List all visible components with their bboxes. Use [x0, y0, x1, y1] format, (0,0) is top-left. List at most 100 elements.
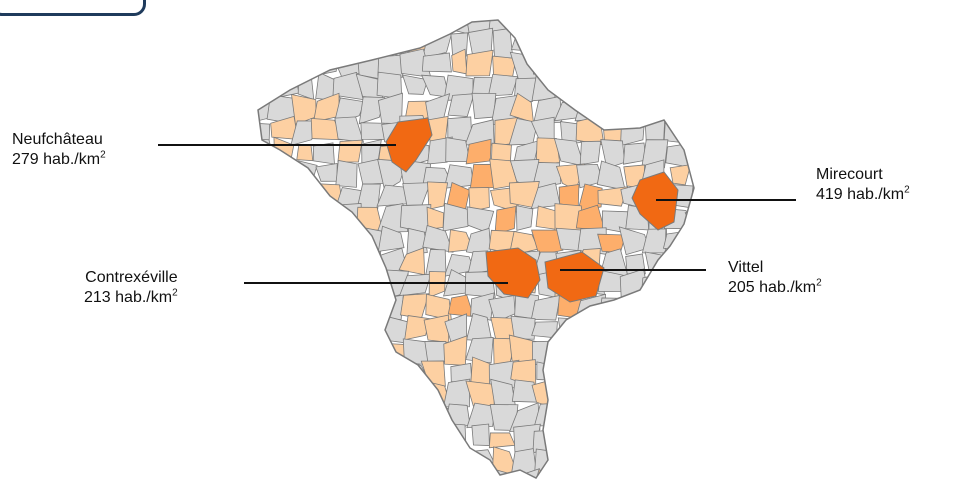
- commune-region: [560, 121, 582, 145]
- commune-region: [620, 51, 644, 75]
- commune-region: [536, 361, 558, 381]
- commune-region: [686, 137, 694, 163]
- commune-region: [402, 182, 431, 206]
- commune-region: [420, 422, 454, 449]
- commune-region: [334, 445, 363, 477]
- commune-region: [258, 448, 276, 477]
- commune-region: [258, 383, 277, 408]
- commune-region: [509, 20, 534, 28]
- commune-region: [400, 471, 426, 478]
- commune-region: [377, 54, 406, 78]
- commune-region: [420, 468, 451, 478]
- label-neufchateau: Neufchâteau 279 hab./km2: [12, 130, 106, 170]
- commune-region: [641, 298, 671, 323]
- commune-region: [267, 453, 295, 476]
- commune-region: [574, 96, 603, 122]
- commune-region: [267, 386, 296, 411]
- commune-region: [266, 403, 296, 434]
- commune-region: [641, 406, 673, 430]
- commune-region: [604, 426, 626, 454]
- commune-region: [258, 317, 276, 343]
- commune-vittel: [544, 251, 605, 303]
- commune-region: [443, 378, 471, 408]
- commune-region: [258, 268, 275, 301]
- commune-region: [663, 29, 691, 59]
- commune-region: [601, 54, 630, 76]
- commune-region: [623, 315, 646, 336]
- commune-region: [663, 336, 688, 366]
- commune-region: [333, 291, 361, 321]
- highlighted-communes: [385, 117, 679, 303]
- label-vittel: Vittel 205 hab./km2: [728, 258, 822, 298]
- commune-region: [338, 472, 359, 478]
- commune-region: [406, 227, 428, 255]
- commune-region: [311, 357, 341, 384]
- commune-region: [487, 73, 519, 97]
- commune-region: [421, 52, 452, 73]
- commune-region: [355, 27, 382, 57]
- city-density-contrexeville: 213 hab./km2: [84, 287, 178, 306]
- commune-region: [311, 182, 343, 213]
- commune-region: [597, 97, 621, 122]
- commune-region: [691, 402, 694, 434]
- commune-region: [258, 296, 277, 323]
- commune-region: [335, 159, 358, 188]
- commune-region: [581, 54, 606, 80]
- commune-region: [597, 384, 623, 410]
- commune-region: [516, 205, 534, 231]
- label-contrexeville: Contrexéville 213 hab./km2: [84, 268, 178, 308]
- commune-region: [267, 158, 295, 189]
- commune-region: [620, 120, 645, 147]
- commune-region: [447, 93, 475, 117]
- commune-region: [554, 336, 583, 366]
- commune-region: [534, 32, 562, 51]
- commune-region: [691, 75, 694, 101]
- commune-region: [690, 94, 694, 124]
- commune-region: [399, 423, 431, 447]
- commune-region: [598, 359, 625, 388]
- commune-region: [644, 338, 671, 366]
- commune-region: [552, 469, 584, 478]
- commune-region: [380, 20, 407, 34]
- commune-region: [314, 449, 343, 475]
- commune-region: [620, 95, 644, 119]
- commune-region: [377, 225, 405, 252]
- commune-region: [554, 20, 584, 29]
- commune-region: [294, 273, 319, 301]
- commune-region: [293, 402, 316, 427]
- commune-region: [404, 315, 431, 341]
- commune-region: [664, 298, 694, 317]
- commune-region: [288, 424, 318, 451]
- commune-region: [664, 387, 694, 410]
- commune-region: [601, 402, 623, 434]
- commune-region: [378, 400, 408, 429]
- commune-region: [531, 229, 564, 256]
- commune-region: [465, 49, 494, 77]
- commune-region: [470, 292, 495, 321]
- commune-region: [576, 469, 603, 478]
- commune-region: [258, 338, 274, 364]
- commune-region: [687, 341, 694, 366]
- commune-region: [648, 93, 674, 125]
- commune-region: [268, 334, 292, 364]
- commune-region: [665, 403, 694, 430]
- commune-region: [560, 48, 584, 82]
- city-name-contrexeville: Contrexéville: [85, 269, 178, 286]
- commune-region: [311, 28, 343, 56]
- commune-region: [312, 20, 339, 32]
- leader-line-mirecourt: [656, 199, 796, 201]
- commune-region: [258, 401, 275, 430]
- commune-region: [333, 401, 362, 433]
- commune-region: [687, 470, 694, 478]
- commune-region: [684, 210, 694, 234]
- commune-region: [427, 181, 449, 210]
- commune-region: [625, 253, 646, 275]
- commune-region: [471, 423, 490, 446]
- commune-region: [691, 297, 694, 319]
- city-density-mirecourt: 419 hab./km2: [816, 184, 910, 203]
- commune-region: [599, 334, 623, 366]
- commune-region: [466, 402, 496, 429]
- commune-region: [258, 247, 278, 275]
- commune-region: [643, 379, 667, 411]
